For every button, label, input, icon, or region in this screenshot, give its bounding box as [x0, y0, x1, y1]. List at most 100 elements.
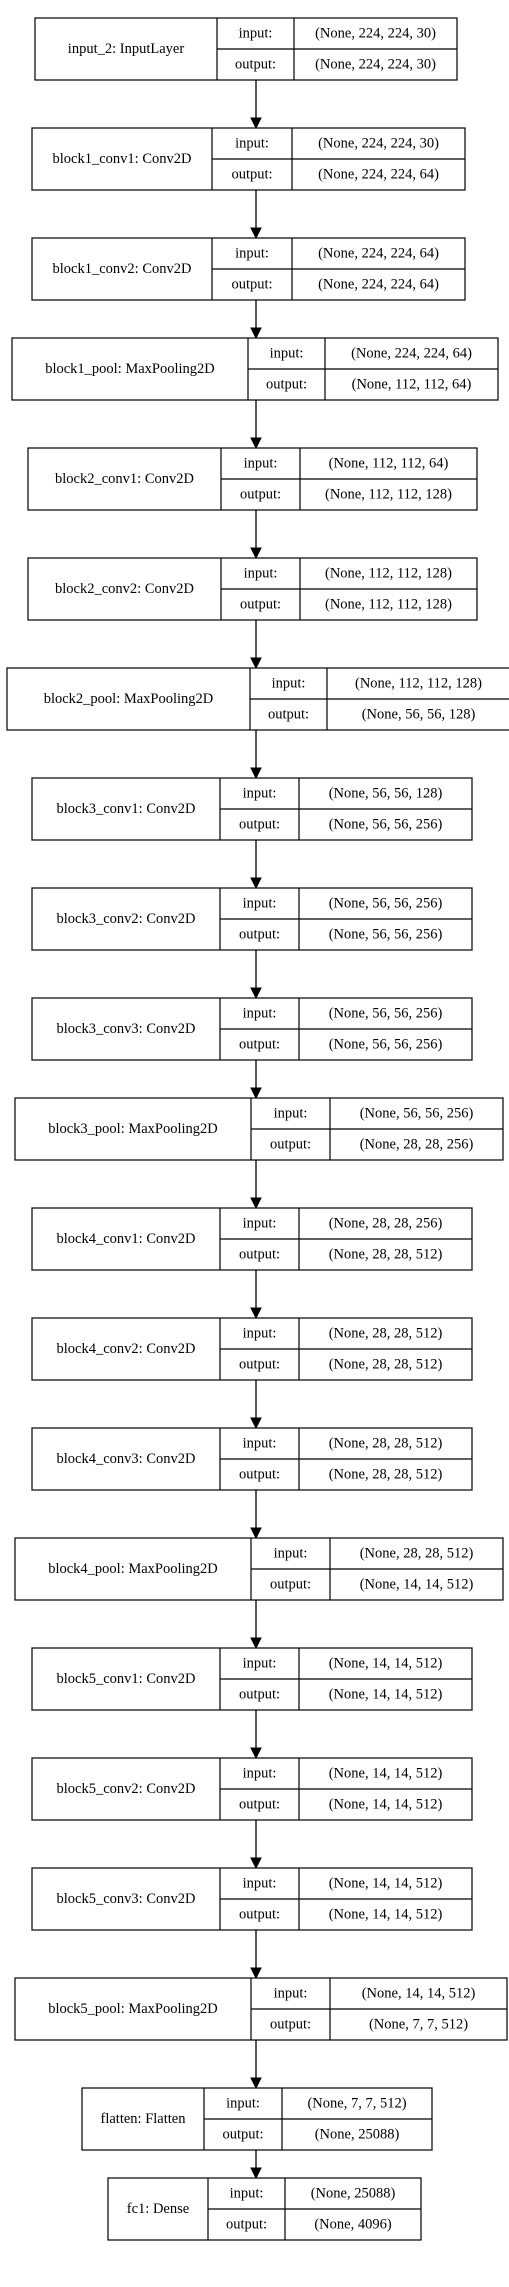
input-label: input:: [243, 1436, 277, 1452]
arrowhead-icon: [250, 657, 262, 670]
edge-arrow: [250, 1710, 262, 1760]
output-shape: (None, 224, 224, 30): [315, 57, 436, 73]
layer-name: block2_conv1: Conv2D: [55, 471, 194, 487]
input-label: input:: [243, 1656, 277, 1672]
input-label: input:: [274, 1106, 308, 1122]
output-label: output:: [235, 57, 276, 73]
arrowhead-icon: [250, 437, 262, 450]
arrowhead-icon: [250, 877, 262, 890]
input-label: input:: [230, 2186, 264, 2202]
input-label: input:: [270, 346, 304, 362]
arrowhead-icon: [250, 1967, 262, 1980]
edge-arrow: [250, 730, 262, 780]
layer-name: block5_conv2: Conv2D: [57, 1781, 196, 1797]
output-label: output:: [239, 1357, 280, 1373]
edge-arrow: [250, 1820, 262, 1870]
input-label: input:: [243, 1326, 277, 1342]
input-label: input:: [226, 2096, 260, 2112]
output-shape: (None, 112, 112, 64): [352, 377, 472, 393]
output-shape: (None, 224, 224, 64): [318, 167, 439, 183]
output-label: output:: [231, 167, 272, 183]
layer-node: block2_conv2: Conv2Dinput:output:(None, …: [27, 557, 478, 621]
output-shape: (None, 25088): [315, 2127, 400, 2143]
output-label: output:: [239, 1797, 280, 1813]
layer-node: block3_pool: MaxPooling2Dinput:output:(N…: [14, 1097, 504, 1161]
output-label: output:: [240, 597, 281, 613]
output-label: output:: [239, 1247, 280, 1263]
input-label: input:: [244, 456, 278, 472]
input-label: input:: [272, 676, 306, 692]
input-label: input:: [244, 566, 278, 582]
output-shape: (None, 28, 28, 256): [360, 1137, 474, 1153]
layer-node: block4_pool: MaxPooling2Dinput:output:(N…: [14, 1537, 504, 1601]
output-label: output:: [239, 817, 280, 833]
output-shape: (None, 56, 56, 128): [362, 707, 476, 723]
output-shape: (None, 56, 56, 256): [329, 1037, 443, 1053]
input-shape: (None, 112, 112, 128): [355, 676, 482, 692]
edge-arrow: [250, 1930, 262, 1980]
output-label: output:: [231, 277, 272, 293]
arrowhead-icon: [250, 327, 262, 340]
layer-node: block4_conv2: Conv2Dinput:output:(None, …: [31, 1317, 473, 1381]
input-shape: (None, 224, 224, 30): [315, 26, 436, 42]
input-label: input:: [243, 896, 277, 912]
input-label: input:: [243, 786, 277, 802]
layer-node: block2_pool: MaxPooling2D input: output: (N…: [6, 667, 509, 731]
layer-node: block1_conv2: Conv2Dinput:output:(None, …: [31, 237, 466, 301]
input-label: input:: [274, 1546, 308, 1562]
edge-arrow: [250, 840, 262, 890]
layer-name: block4_conv1: Conv2D: [57, 1231, 196, 1247]
input-shape: (None, 28, 28, 256): [329, 1216, 443, 1232]
output-shape: (None, 224, 224, 64): [318, 277, 439, 293]
output-label: output:: [239, 1687, 280, 1703]
edge-arrow: [250, 1600, 262, 1650]
input-shape: (None, 14, 14, 512): [362, 1986, 476, 2002]
edge-arrow: [250, 190, 262, 240]
layer-name: block1_conv1: Conv2D: [53, 151, 192, 167]
input-label: input:: [235, 246, 269, 262]
layer-name: flatten: Flatten: [101, 2111, 187, 2127]
edge-arrow: [250, 1380, 262, 1430]
input-shape: (None, 14, 14, 512): [329, 1876, 443, 1892]
layer-node: block1_conv1: Conv2Dinput:output:(None, …: [31, 127, 466, 191]
output-shape: (None, 112, 112, 128): [325, 487, 452, 503]
output-label: output:: [240, 487, 281, 503]
arrowhead-icon: [250, 987, 262, 1000]
arrowhead-icon: [250, 117, 262, 130]
arrowhead-icon: [250, 547, 262, 560]
layer-name: block5_conv1: Conv2D: [57, 1671, 196, 1687]
output-label: output:: [239, 1037, 280, 1053]
output-label: output:: [268, 707, 309, 723]
output-shape: (None, 4096): [314, 2217, 391, 2233]
edge-arrow: [250, 950, 262, 1000]
output-shape: (None, 14, 14, 512): [329, 1797, 443, 1813]
layer-name: block3_conv2: Conv2D: [57, 911, 196, 927]
output-shape: (None, 28, 28, 512): [329, 1467, 443, 1483]
arrowhead-icon: [250, 1417, 262, 1430]
output-shape: (None, 14, 14, 512): [329, 1907, 443, 1923]
arrowhead-icon: [250, 1527, 262, 1540]
layer-name: block3_conv1: Conv2D: [57, 801, 196, 817]
layer-name: block5_conv3: Conv2D: [57, 1891, 196, 1907]
arrowhead-icon: [250, 1087, 262, 1100]
layer-node: block3_conv3: Conv2Dinput:output:(None, …: [31, 997, 473, 1061]
output-label: output:: [222, 2127, 263, 2143]
arrowhead-icon: [250, 1307, 262, 1320]
output-shape: (None, 28, 28, 512): [329, 1247, 443, 1263]
layer-name: block2_pool: MaxPooling2D: [44, 691, 214, 707]
layer-name: block5_pool: MaxPooling2D: [48, 2001, 218, 2017]
layer-name: block4_conv3: Conv2D: [57, 1451, 196, 1467]
output-shape: (None, 28, 28, 512): [329, 1357, 443, 1373]
layer-node: block5_pool: MaxPooling2Dinput:output:(N…: [14, 1977, 508, 2041]
input-shape: (None, 28, 28, 512): [329, 1326, 443, 1342]
input-shape: (None, 25088): [311, 2186, 396, 2202]
edge-arrow: [250, 2150, 262, 2180]
input-label: input:: [243, 1766, 277, 1782]
edge-arrow: [250, 1160, 262, 1210]
edge-arrow: [250, 2040, 262, 2090]
layer-name: block1_pool: MaxPooling2D: [45, 361, 215, 377]
layer-name: block3_pool: MaxPooling2D: [48, 1121, 218, 1137]
output-shape: (None, 7, 7, 512): [369, 2017, 468, 2033]
